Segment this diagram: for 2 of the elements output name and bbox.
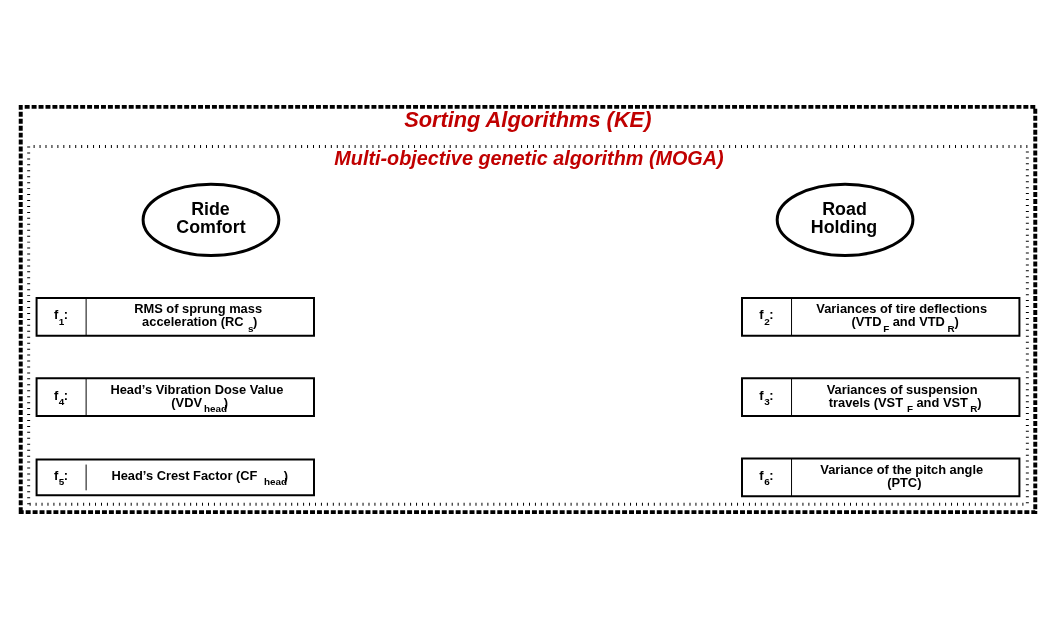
- node-ellipse: Road Holding: [775, 182, 915, 257]
- node-ellipse: Ride Comfort: [141, 182, 281, 257]
